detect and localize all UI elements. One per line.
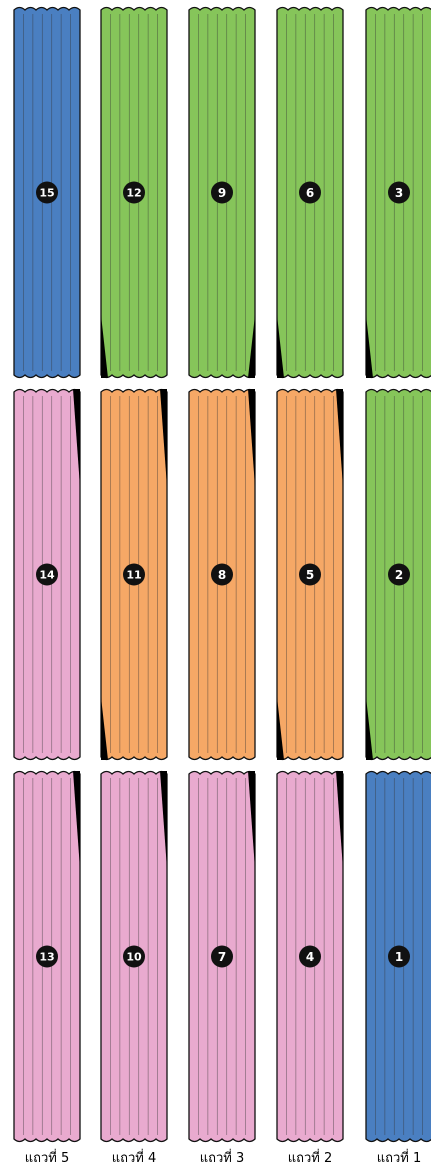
column-label-3: แถวที่ 3 <box>200 1149 245 1166</box>
panel-number: 11 <box>126 569 141 582</box>
panel-number: 1 <box>395 950 403 964</box>
panel-14: 14 <box>14 389 80 760</box>
panel-number: 13 <box>39 951 54 964</box>
column-label-5: แถวที่ 5 <box>25 1149 70 1166</box>
column-label-1: แถวที่ 1 <box>377 1149 422 1166</box>
panel-6: 6 <box>277 8 343 379</box>
panel-number: 5 <box>306 568 314 582</box>
column-label-2: แถวที่ 2 <box>288 1149 333 1166</box>
panel-number: 15 <box>39 187 54 200</box>
panel-7: 7 <box>189 771 255 1142</box>
panel-number: 7 <box>218 950 226 964</box>
column-label-4: แถวที่ 4 <box>112 1149 157 1166</box>
panel-number: 10 <box>126 951 142 964</box>
panel-9: 9 <box>189 8 255 379</box>
panel-number: 6 <box>306 186 314 200</box>
panel-number: 12 <box>126 187 141 200</box>
panel-12: 12 <box>101 8 167 379</box>
panel-4: 4 <box>277 771 343 1142</box>
panel-5: 5 <box>277 389 343 760</box>
panel-2: 2 <box>366 390 431 761</box>
panel-10: 10 <box>101 771 167 1142</box>
panel-number: 2 <box>395 568 403 582</box>
panel-15: 15 <box>14 8 80 378</box>
panel-number: 3 <box>395 186 403 200</box>
panel-13: 13 <box>14 771 80 1142</box>
panel-number: 4 <box>306 950 314 964</box>
panels-layer: 15 12 9 6 3 14 11 8 5 2 13 10 7 4 1 <box>14 8 431 1142</box>
panel-8: 8 <box>189 389 255 760</box>
column-labels: แถวที่ 5 แถวที่ 4 แถวที่ 3 แถวที่ 2 แถวท… <box>25 1149 422 1166</box>
panel-number: 14 <box>39 569 55 582</box>
panel-11: 11 <box>101 389 167 760</box>
panel-3: 3 <box>366 8 431 379</box>
panel-number: 8 <box>218 568 226 582</box>
panel-number: 9 <box>218 186 226 200</box>
panel-1: 1 <box>366 772 431 1142</box>
